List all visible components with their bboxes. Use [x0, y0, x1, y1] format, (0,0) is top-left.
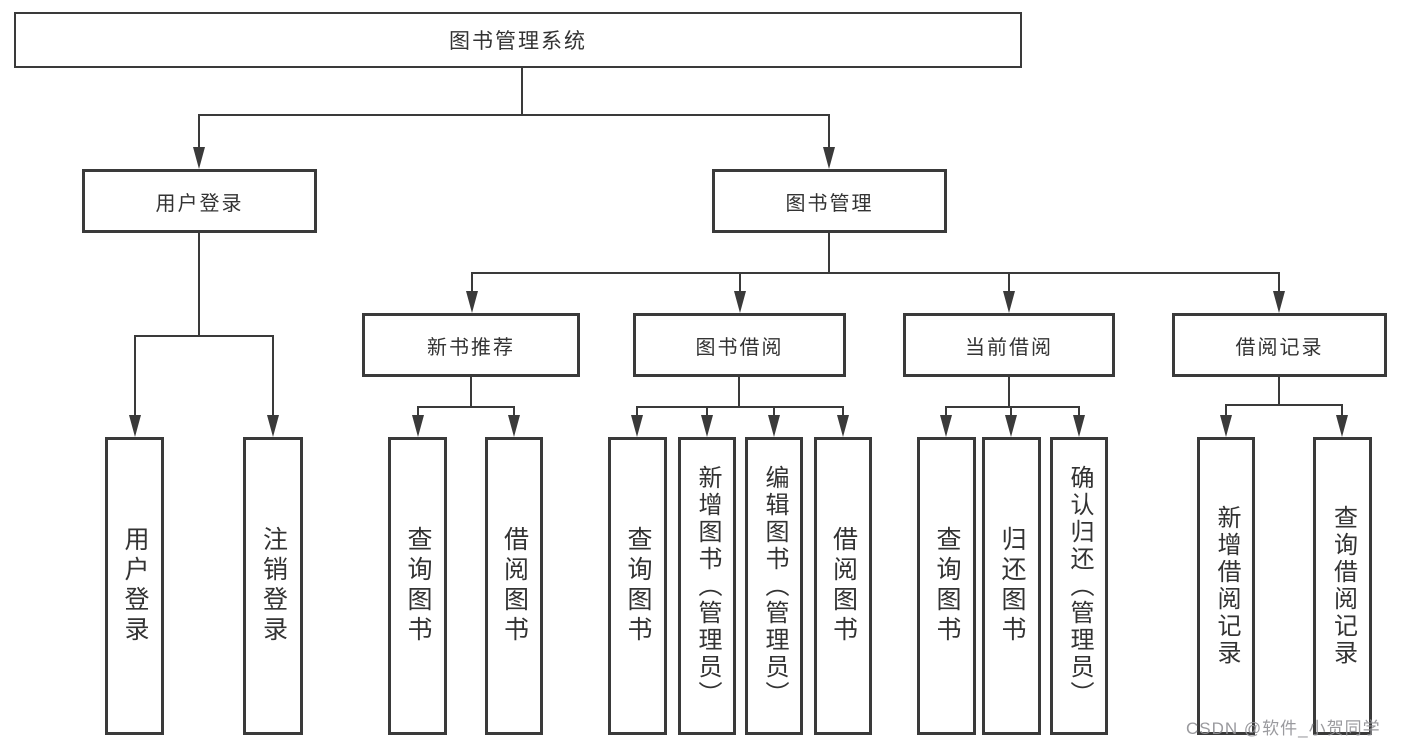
leaf-query-books-current: 查询图书	[917, 437, 976, 735]
arrow-down-icon	[508, 415, 520, 437]
connector-line	[1078, 406, 1080, 415]
node-new-book-recommend: 新书推荐	[362, 313, 580, 377]
connector-line	[738, 377, 740, 407]
leaf-borrow-books: 借阅图书	[814, 437, 872, 735]
leaf-query-books-borrow: 查询图书	[608, 437, 667, 735]
connector-line	[945, 406, 1080, 408]
connector-line	[471, 272, 1280, 274]
leaf-edit-books-admin: 编辑图书（管理员）	[745, 437, 803, 735]
leaf-query-borrow-record: 查询借阅记录	[1313, 437, 1372, 735]
connector-line	[1225, 404, 1227, 415]
csdn-watermark: CSDN @软件_小贺同学	[1186, 719, 1381, 738]
arrow-down-icon	[701, 415, 713, 437]
arrow-down-icon	[734, 291, 746, 313]
connector-line	[1341, 404, 1343, 415]
arrow-down-icon	[129, 415, 141, 437]
connector-line	[134, 335, 136, 415]
leaf-user-login: 用户登录	[105, 437, 164, 735]
connector-line	[134, 335, 274, 337]
connector-line	[636, 406, 844, 408]
arrow-down-icon	[823, 147, 835, 169]
connector-line	[1008, 272, 1010, 291]
leaf-logout: 注销登录	[243, 437, 303, 735]
arrow-down-icon	[193, 147, 205, 169]
connector-line	[521, 68, 523, 115]
connector-line	[636, 406, 638, 415]
arrow-down-icon	[1073, 415, 1085, 437]
arrow-down-icon	[412, 415, 424, 437]
connector-line	[706, 406, 708, 415]
connector-line	[417, 406, 419, 415]
leaf-add-borrow-record: 新增借阅记录	[1197, 437, 1255, 735]
connector-line	[272, 335, 274, 415]
connector-line	[828, 114, 830, 147]
connector-line	[417, 406, 515, 408]
connector-line	[1225, 404, 1343, 406]
connector-line	[198, 114, 200, 147]
node-current-borrow: 当前借阅	[903, 313, 1115, 377]
arrow-down-icon	[631, 415, 643, 437]
node-borrow-records: 借阅记录	[1172, 313, 1387, 377]
leaf-add-books-admin: 新增图书（管理员）	[678, 437, 736, 735]
arrow-down-icon	[466, 291, 478, 313]
connector-line	[945, 406, 947, 415]
leaf-return-books: 归还图书	[982, 437, 1041, 735]
arrow-down-icon	[768, 415, 780, 437]
leaf-query-books-recommend: 查询图书	[388, 437, 447, 735]
node-book-borrow: 图书借阅	[633, 313, 846, 377]
node-root: 图书管理系统	[14, 12, 1022, 68]
connector-line	[198, 114, 830, 116]
leaf-confirm-return-admin: 确认归还（管理员）	[1050, 437, 1108, 735]
connector-line	[1278, 272, 1280, 291]
connector-line	[842, 406, 844, 415]
arrow-down-icon	[837, 415, 849, 437]
connector-line	[198, 233, 200, 336]
connector-line	[1010, 406, 1012, 415]
arrow-down-icon	[1005, 415, 1017, 437]
connector-line	[513, 406, 515, 415]
arrow-down-icon	[940, 415, 952, 437]
connector-line	[1008, 377, 1010, 407]
leaf-borrow-books-recommend: 借阅图书	[485, 437, 543, 735]
node-book-mgmt: 图书管理	[712, 169, 947, 233]
arrow-down-icon	[1003, 291, 1015, 313]
node-user-login: 用户登录	[82, 169, 317, 233]
arrow-down-icon	[1273, 291, 1285, 313]
arrow-down-icon	[267, 415, 279, 437]
connector-line	[773, 406, 775, 415]
connector-line	[471, 272, 473, 291]
arrow-down-icon	[1336, 415, 1348, 437]
connector-line	[828, 233, 830, 273]
connector-line	[470, 377, 472, 407]
arrow-down-icon	[1220, 415, 1232, 437]
connector-line	[739, 272, 741, 291]
connector-line	[1278, 377, 1280, 405]
